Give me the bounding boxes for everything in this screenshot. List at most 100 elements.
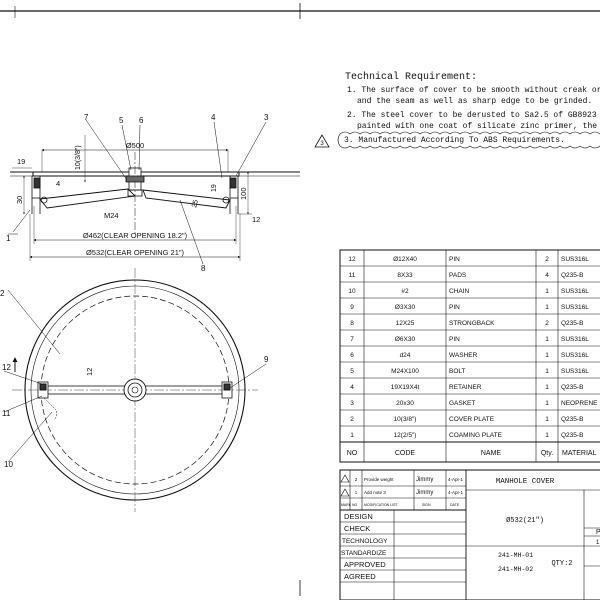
revision-triangle-label: 3: [320, 141, 324, 147]
callout-4: 4: [211, 113, 216, 122]
bom-cell-qty: 1: [545, 384, 549, 391]
bom-cell-name: WASHER: [449, 352, 478, 359]
bom-cell-no: 6: [350, 352, 354, 359]
dim-4: 4: [56, 179, 60, 188]
revision-triangles: [340, 474, 350, 497]
bom-cell-name: COVER PLATE: [449, 416, 495, 423]
title-right-partial: P: [596, 529, 600, 536]
bom-header-material: MATERIAL: [562, 450, 597, 457]
bom-header: NO CODE NAME Qty. MATERIAL: [347, 450, 597, 457]
rev-header-date: DATE: [450, 503, 460, 507]
callout-6: 6: [139, 116, 144, 125]
bom-cell-qty: 2: [545, 320, 549, 327]
dim-100: 100: [239, 187, 248, 200]
dim-25: 25: [191, 199, 200, 208]
bom-table: [339, 249, 600, 463]
callout-5: 5: [119, 116, 124, 125]
bom-header-no: NO: [347, 450, 358, 457]
dim-left-19: 19: [17, 157, 25, 166]
bom-cell-name: RETAINER: [449, 384, 482, 391]
bom-cell-mat: NEOPRENE: [561, 400, 598, 407]
bom-cell-code: d24: [400, 352, 411, 359]
sheet-border: [0, 3, 600, 596]
bom-cell-mat: Q235-B: [561, 432, 583, 439]
dim-clear-opening-462: Ø462(CLEAR OPENING 18.2"): [83, 231, 188, 240]
rev-header-mark: MARK: [341, 503, 352, 507]
dim-thickness: 10(3/8"): [75, 145, 82, 170]
bom-row: 6 d24 WASHER 1 SUS316L: [350, 352, 589, 359]
rev-header-sign: SIGN: [422, 503, 431, 507]
rev-date-1: 4-Apr-1: [448, 490, 464, 495]
bom-cell-name: PIN: [449, 256, 460, 263]
drawing-number-2: 241-MH-02: [498, 566, 533, 573]
role-technology: TECHNOLOGY: [342, 538, 388, 545]
rev-mark-2: 2: [355, 477, 358, 482]
bom-cell-mat: Q235-B: [561, 384, 583, 391]
bom-cell-name: COAMING PLATE: [449, 432, 503, 439]
tech-req-line-3: 2. The steel cover to be derusted to Sa2…: [347, 111, 600, 120]
dim-left-30: 30: [15, 196, 24, 204]
rev-mark-1: 1: [355, 490, 358, 495]
bom-cell-code: 8X33: [397, 272, 413, 279]
bom-cell-qty: 1: [545, 432, 549, 439]
plan-dim-12: 12: [85, 368, 94, 376]
callout-10: 10: [4, 460, 13, 469]
bom-cell-no: 4: [350, 384, 354, 391]
bom-cell-mat: Q235-B: [561, 320, 583, 327]
dim-19: 19: [211, 184, 218, 192]
plan-view: [3, 268, 267, 512]
bom-cell-name: CHAIN: [449, 288, 470, 295]
bom-cell-name: PIN: [449, 304, 460, 311]
bom-cell-mat: Q235-B: [561, 416, 583, 423]
rev-header-desc: MODIFICATION LIST: [364, 503, 398, 507]
bom-cell-no: 1: [350, 432, 354, 439]
bom-cell-code: 10(3/8"): [394, 416, 417, 423]
revision-cloud: [337, 131, 600, 149]
bom-cell-mat: SUS316L: [561, 256, 589, 263]
bom-cell-mat: SUS316L: [561, 352, 589, 359]
bom-cell-qty: 1: [545, 304, 549, 311]
bom-header-code: CODE: [395, 450, 416, 457]
bom-cell-code: 12X25: [396, 320, 415, 327]
bom-cell-qty: 1: [545, 352, 549, 359]
bom-cell-code: M24X100: [391, 368, 419, 375]
bom-row: 4 19X19X4t RETAINER 1 Q235-B: [350, 384, 583, 391]
callout-2: 2: [0, 289, 5, 298]
bom-cell-qty: 4: [545, 272, 549, 279]
bom-cell-qty: 2: [545, 256, 549, 263]
tech-req-line-4: painted with one coat of silicate zinc p…: [357, 122, 600, 131]
bom-cell-no: 11: [349, 272, 356, 279]
section-view: [8, 119, 300, 265]
bom-cell-qty: 1: [545, 400, 549, 407]
plan-view-labels: 2 9 12 11 10 12: [0, 289, 269, 469]
drawing-title: MANHOLE COVER: [496, 478, 555, 486]
bom-cell-code: Ø6X30: [395, 336, 416, 343]
bom-cell-code: 19X19X4t: [391, 384, 420, 391]
bom-cell-no: 9: [350, 304, 354, 311]
bom-cell-code: #2: [401, 288, 409, 295]
revision-triangle: 3: [314, 134, 330, 148]
bom-cell-code: Ø12X40: [393, 256, 417, 263]
rev-by-2: Jimmy: [416, 477, 433, 483]
bom-header-name: NAME: [481, 450, 502, 457]
rev-desc-1: Add note 3: [364, 490, 386, 495]
bom-cell-code: Ø3X30: [395, 304, 416, 311]
role-approved: APPROVED: [344, 560, 386, 569]
rev-date-2: 4-Apr-1: [448, 477, 464, 482]
rev-desc-2: Provide weight: [364, 477, 394, 482]
title-block-text: 2 Provide weight Jimmy 4-Apr-1 1 Add not…: [341, 477, 600, 581]
bom-cell-mat: SUS316L: [561, 304, 589, 311]
tech-req-line-1: 1. The surface of cover to be smooth wit…: [347, 86, 600, 95]
callout-9: 9: [264, 355, 269, 364]
bom-cell-name: PADS: [449, 272, 467, 279]
bom-cell-no: 7: [350, 336, 354, 343]
bom-cell-mat: SUS316L: [561, 368, 589, 375]
role-check: CHECK: [344, 524, 370, 533]
drawing-number-1: 241-MH-01: [498, 552, 533, 559]
bom-cell-no: 12: [348, 256, 356, 263]
bom-cell-no: 10: [348, 288, 356, 295]
